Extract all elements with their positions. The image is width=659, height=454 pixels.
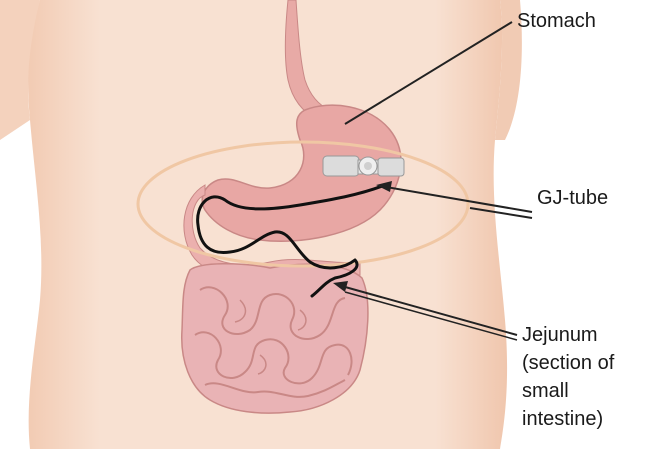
jejunum-label-line-3: small <box>522 377 614 405</box>
jejunum-label-line-4: intestine) <box>522 405 614 433</box>
gj-tube-label: GJ-tube <box>537 186 608 210</box>
jejunum-label-line-2: (section of <box>522 349 614 377</box>
gj-tube-device <box>323 156 404 176</box>
jejunum-label-line-1: Jejunum <box>522 321 614 349</box>
jejunum-label: Jejunum (section of small intestine) <box>522 321 614 433</box>
stomach-label: Stomach <box>517 9 596 33</box>
